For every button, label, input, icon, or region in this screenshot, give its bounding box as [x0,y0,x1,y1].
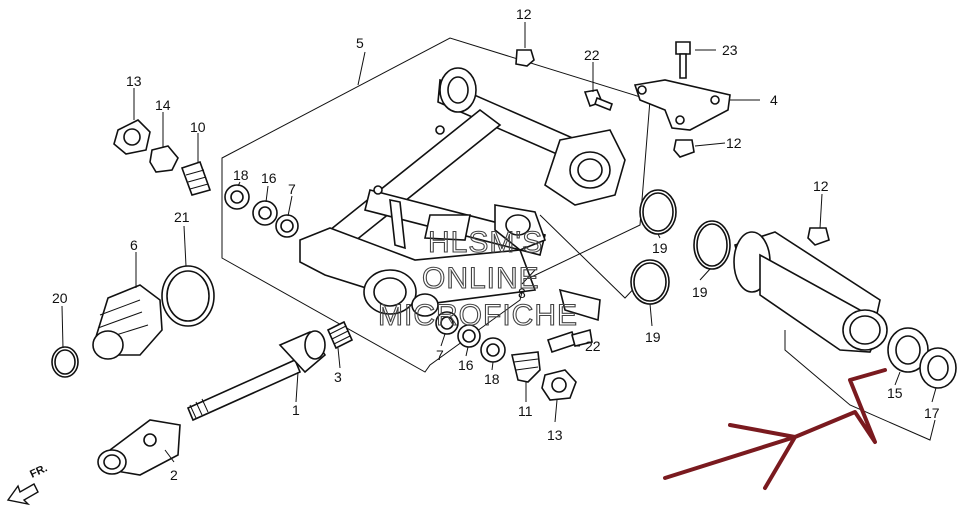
callout-10: 10 [190,119,206,135]
callout-2: 2 [170,467,178,483]
watermark-line2: ONLINE [422,262,540,295]
watermark: HLSM'S ONLINE MICROFICHE [377,225,578,332]
callout-16b: 16 [458,357,474,373]
callout-labels: 1 2 3 4 5 6 7 7 8 10 11 12 12 12 13 13 1… [52,6,940,483]
watermark-line1: HLSM'S [428,226,543,259]
callout-23: 23 [722,42,738,58]
callout-4: 4 [770,92,778,108]
o-rings [630,189,731,305]
front-direction-indicator: FR. [6,462,49,506]
callout-1: 1 [292,402,300,418]
callout-13a: 13 [126,73,142,89]
leader-lines [61,22,937,463]
callout-15: 15 [887,385,903,401]
callout-6: 6 [130,237,138,253]
callout-8: 8 [518,285,526,301]
annotation-arrow [663,368,887,490]
watermark-line3: MICROFICHE [378,299,578,332]
annotation-arrow-shaft [663,368,887,490]
callout-12c: 12 [813,178,829,194]
swingarm [299,67,626,317]
bearing-and-seal [887,327,957,389]
callout-19a: 19 [652,240,668,256]
callout-16a: 16 [261,170,277,186]
callout-7a: 7 [288,181,296,197]
callout-17: 17 [924,405,940,421]
callout-22a: 22 [584,47,600,63]
front-label: FR. [28,462,49,480]
callout-18a: 18 [233,167,249,183]
callout-7b: 7 [436,347,444,363]
callout-12a: 12 [516,6,532,22]
front-arrow-icon [6,483,39,506]
callout-21: 21 [174,209,190,225]
callout-20: 20 [52,290,68,306]
callout-11: 11 [518,403,533,419]
callout-22b: 22 [585,338,601,354]
bracket-and-bolts [515,41,830,354]
callout-12b: 12 [726,135,742,151]
callout-13b: 13 [547,427,563,443]
callout-19c: 19 [645,329,661,345]
callout-19b: 19 [692,284,708,300]
callout-5: 5 [356,35,364,51]
left-side-parts [51,119,577,476]
axle-housing [733,231,888,353]
callout-18b: 18 [484,371,500,387]
callout-3: 3 [334,369,342,385]
callout-14: 14 [155,97,171,113]
